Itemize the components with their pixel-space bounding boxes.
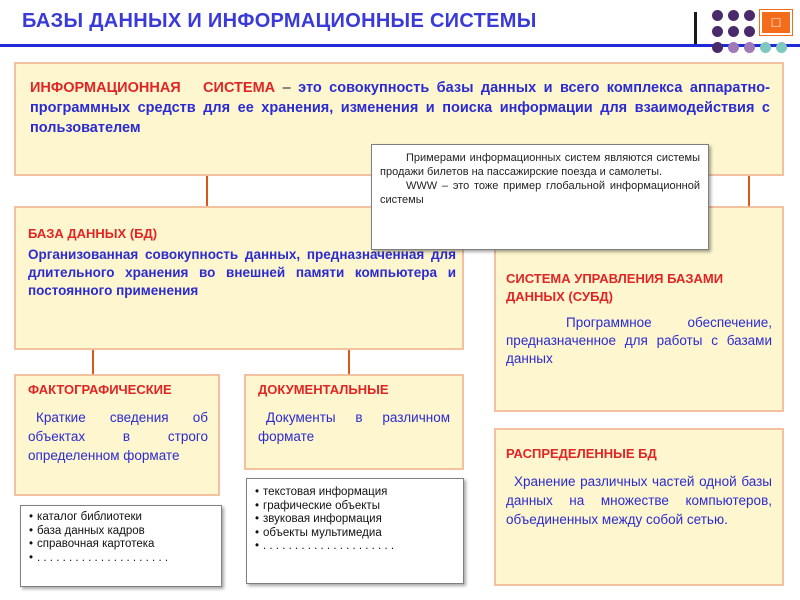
callout-www-text: WWW – это тоже пример глобальной информа… [380,180,700,206]
information-system-definition: ИНФОРМАЦИОННАЯ СИСТЕМА – это совокупност… [30,78,770,138]
list-item: . . . . . . . . . . . . . . . . . . . . … [29,552,213,566]
dbms-text: Программное обеспечение, предназначенное… [506,315,772,366]
documentary-heading: ДОКУМЕНТАЛЬНЫЕ [258,382,389,397]
definition-dash: – [282,80,291,96]
list-item: графические объекты [255,500,455,514]
callout-examples-text: Примерами информационных систем являются… [380,152,700,178]
connector-is-to-dbms [748,176,750,206]
dbms-heading: СИСТЕМА УПРАВЛЕНИЯ БАЗАМИ ДАННЫХ (СУБД) [506,271,724,304]
decorative-dots [712,10,796,54]
factual-box [14,374,220,496]
term-information: ИНФОРМАЦИОННАЯ [30,80,181,96]
list-item: текстовая информация [255,486,455,500]
connector-db-to-factual [92,350,94,374]
documentary-box [244,374,464,470]
factual-list: каталог библиотеки база данных кадров сп… [21,506,221,570]
distributed-db-box [494,428,784,586]
dot [744,42,755,53]
square-icon: □ [771,14,781,30]
list-item: . . . . . . . . . . . . . . . . . . . . … [255,540,455,554]
distributed-heading: РАСПРЕДЕЛЕННЫЕ БД [506,446,657,461]
dot [728,10,739,21]
dot [760,42,771,53]
database-text: Организованная совокупность данных, пред… [28,247,456,298]
documentary-list: текстовая информация графические объекты… [247,479,463,559]
connector-db-to-documentary [348,350,350,374]
list-item: каталог библиотеки [29,511,213,525]
page-title: БАЗЫ ДАННЫХ И ИНФОРМАЦИОННЫЕ СИСТЕМЫ [22,10,537,32]
dot [744,26,755,37]
examples-callout: Примерами информационных систем являются… [371,144,709,250]
database-heading: БАЗА ДАННЫХ (БД) [28,226,158,241]
distributed-text: Хранение различных частей одной базы дан… [506,474,772,527]
documentary-examples-list: текстовая информация графические объекты… [246,478,464,584]
connector-is-to-db [206,176,208,206]
list-item: объекты мультимедиа [255,527,455,541]
header-divider [694,12,697,44]
list-item: звуковая информация [255,513,455,527]
dot [728,42,739,53]
dot [712,26,723,37]
factual-examples-list: каталог библиотеки база данных кадров сп… [20,505,222,587]
list-item: база данных кадров [29,525,213,539]
dot [744,10,755,21]
definition-text: это совокупность базы данных и всего ком… [30,80,770,136]
dot [728,26,739,37]
title-underline [0,44,800,47]
dot [712,42,723,53]
dot [776,42,787,53]
documentary-text: Документы в различном формате [258,410,450,444]
dot [712,10,723,21]
factual-text: Краткие сведения об объектах в строго оп… [28,410,208,463]
term-system: СИСТЕМА [203,80,276,96]
factual-heading: ФАКТОГРАФИЧЕСКИЕ [28,382,172,397]
nav-square-button[interactable]: □ [760,10,792,35]
list-item: справочная картотека [29,538,213,552]
